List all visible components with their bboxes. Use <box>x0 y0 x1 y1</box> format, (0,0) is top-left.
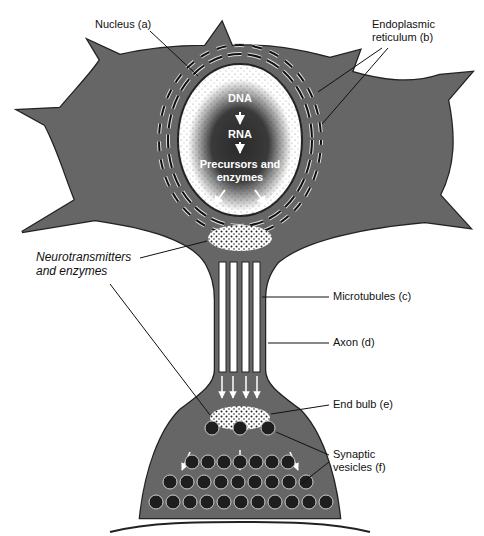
part-label: Microtubules (c) <box>333 290 411 303</box>
endoplasmic-reticulum <box>159 45 321 235</box>
vesicle <box>299 475 313 489</box>
vesicle <box>217 455 231 469</box>
part-label: End bulb (e) <box>333 398 393 411</box>
vesicle <box>265 475 279 489</box>
vesicle <box>251 495 265 509</box>
vesicle <box>234 495 248 509</box>
inner-label: Precursors and enzymes <box>198 158 282 184</box>
synaptic-vesicles <box>149 421 333 509</box>
vesicle <box>180 475 194 489</box>
leader-lines <box>110 31 388 484</box>
part-label: Nucleus (a) <box>95 18 151 31</box>
vesicle <box>214 475 228 489</box>
vesicle <box>197 475 211 489</box>
vesicle <box>233 455 247 469</box>
vesicle <box>149 495 163 509</box>
transmitter-cluster <box>208 225 272 430</box>
vesicle <box>217 495 231 509</box>
part-label: Endoplasmic reticulum (b) <box>372 18 452 44</box>
inner-label: DNA <box>228 92 252 105</box>
vesicle <box>302 495 316 509</box>
vesicle <box>265 455 279 469</box>
vesicle <box>163 475 177 489</box>
cell-outline <box>18 22 472 518</box>
nucleus <box>178 64 302 216</box>
vesicle <box>201 455 215 469</box>
vesicle <box>185 455 199 469</box>
part-label: Synaptic vesicles (f) <box>333 448 403 474</box>
vesicle <box>261 421 275 435</box>
vesicle <box>200 495 214 509</box>
transport-arrows <box>182 376 298 470</box>
vesicle <box>319 495 333 509</box>
vesicle <box>183 495 197 509</box>
part-label: Axon (d) <box>333 336 375 349</box>
vesicle <box>285 495 299 509</box>
vesicle <box>268 495 282 509</box>
vesicle <box>249 455 263 469</box>
vesicle <box>231 475 245 489</box>
microtubules <box>219 262 260 372</box>
vesicle <box>233 421 247 435</box>
vesicle <box>205 421 219 435</box>
postsynaptic-membrane <box>110 522 370 532</box>
vesicle <box>281 455 295 469</box>
inner-label: RNA <box>228 128 252 141</box>
part-label: Neurotransmitters and enzymes <box>36 250 148 278</box>
vesicle <box>282 475 296 489</box>
cell-fill <box>18 22 472 518</box>
vesicle <box>248 475 262 489</box>
vesicle <box>166 495 180 509</box>
